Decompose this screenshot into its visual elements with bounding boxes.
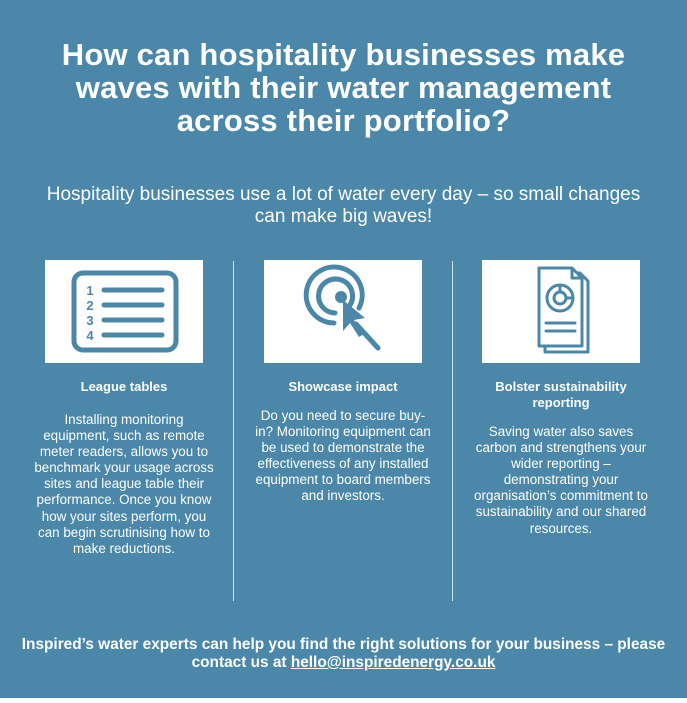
list-number-3: 3 xyxy=(86,313,93,328)
footer-contact: Inspired’s water experts can help you fi… xyxy=(20,636,667,672)
list-number-4: 4 xyxy=(86,328,94,343)
league-tables-heading: League tables xyxy=(80,379,168,394)
showcase-impact-icon-box xyxy=(264,260,422,363)
page-title: How can hospitality businesses make wave… xyxy=(61,37,626,138)
showcase-impact-body: Do you need to secure buy-in? Monitoring… xyxy=(255,408,431,504)
footer-text: Inspired’s water experts can help you fi… xyxy=(21,636,666,671)
list-number-1: 1 xyxy=(86,283,93,298)
contact-email-link[interactable]: hello@inspiredenergy.co.uk xyxy=(290,654,496,671)
column-divider xyxy=(452,261,453,601)
sustainability-reporting-heading: Bolster sustainability reporting xyxy=(495,379,627,410)
numbered-list-icon: 1 2 3 4 xyxy=(71,270,179,353)
target-cursor-icon xyxy=(303,264,381,351)
report-document-icon xyxy=(537,266,590,354)
sustainability-reporting-body: Saving water also saves carbon and stren… xyxy=(474,424,648,536)
page-subtitle: Hospitality businesses use a lot of wate… xyxy=(46,184,641,227)
column-divider xyxy=(233,261,234,601)
league-tables-icon-box: 1 2 3 4 xyxy=(45,260,203,363)
showcase-impact-heading: Showcase impact xyxy=(288,379,398,394)
sustainability-reporting-icon-box xyxy=(482,260,640,363)
league-tables-body: Installing monitoring equipment, such as… xyxy=(34,412,214,556)
list-number-2: 2 xyxy=(86,298,93,313)
